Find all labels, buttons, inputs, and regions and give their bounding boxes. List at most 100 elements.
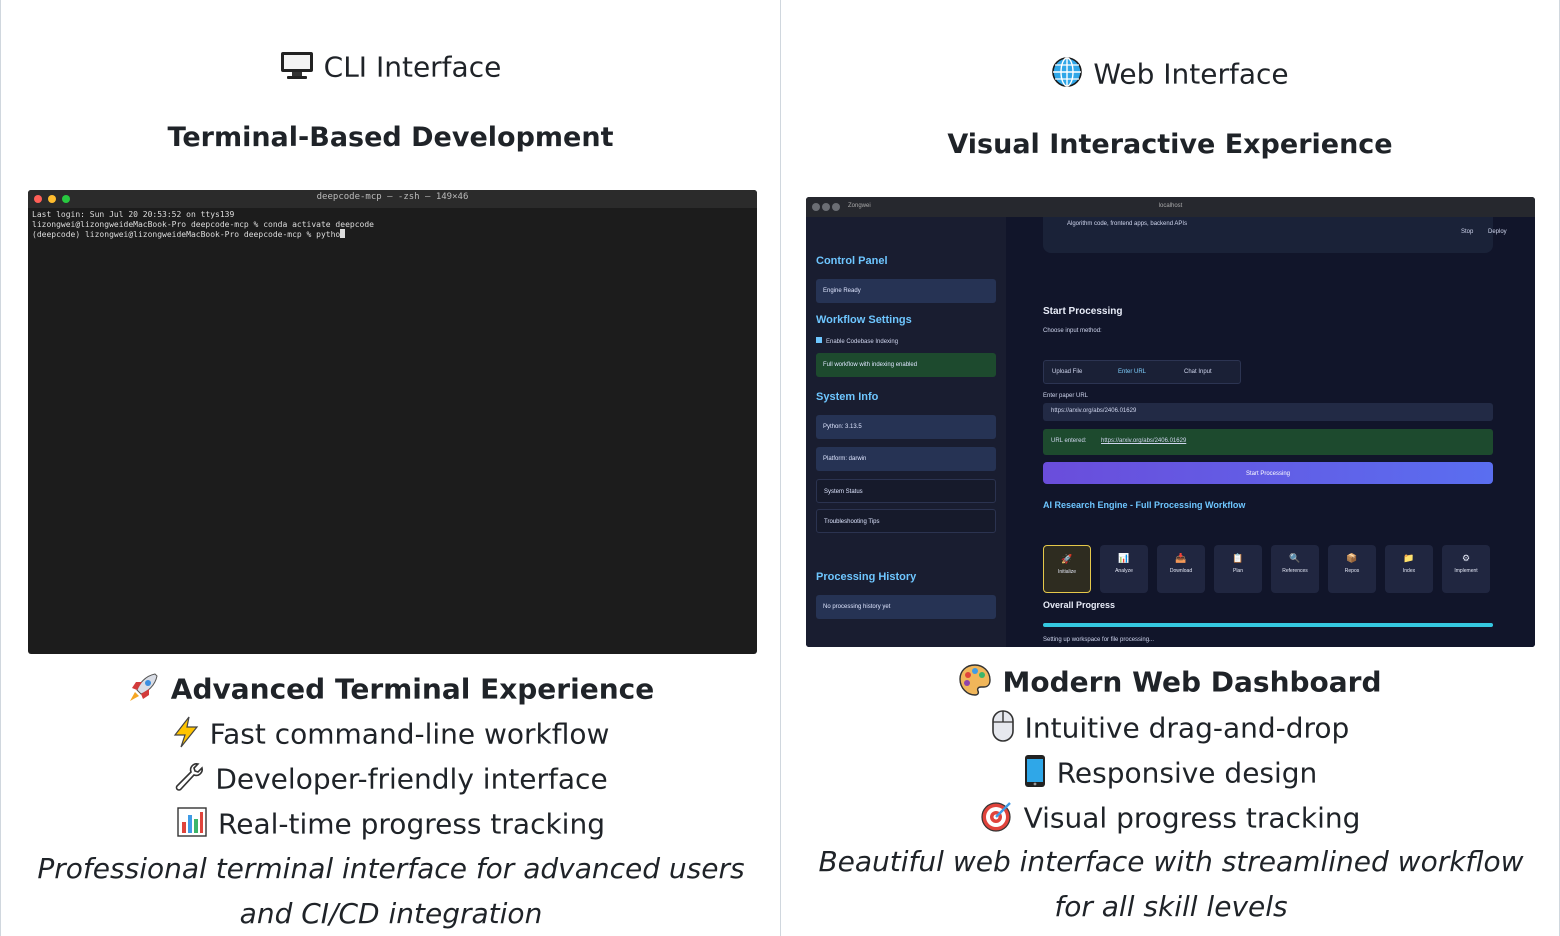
step-label: Implement bbox=[1454, 568, 1478, 574]
step-label: References bbox=[1282, 568, 1308, 574]
target-icon bbox=[980, 799, 1014, 840]
minimize-dot-icon bbox=[48, 195, 56, 203]
engine-status-box: Engine Ready bbox=[816, 279, 996, 303]
app-sidebar: Control Panel Engine Ready Workflow Sett… bbox=[806, 217, 1006, 647]
browser-title-bar: Zongwei localhost bbox=[806, 197, 1535, 217]
cli-feature-2: Developer-friendly interface bbox=[1, 761, 780, 800]
web-feature-2: Responsive design bbox=[781, 754, 1559, 795]
system-info-heading: System Info bbox=[816, 391, 879, 403]
wrench-icon bbox=[173, 761, 205, 800]
control-panel-heading: Control Panel bbox=[816, 255, 888, 267]
paper-url-input[interactable]: https://arxiv.org/abs/2406.01629 bbox=[1043, 403, 1493, 421]
palette-icon bbox=[958, 663, 992, 704]
input-method-radio-group: Upload File Enter URL Chat Input bbox=[1043, 360, 1241, 384]
processing-history-heading: Processing History bbox=[816, 571, 917, 583]
cli-feature-3-text: Real-time progress tracking bbox=[218, 807, 605, 841]
start-processing-button-label: Start Processing bbox=[1245, 471, 1291, 477]
cli-feature-heading: Advanced Terminal Experience bbox=[1, 670, 780, 711]
cli-feature-1: Fast command-line workflow bbox=[1, 716, 780, 755]
progress-status-text: Setting up workspace for file processing… bbox=[1043, 637, 1155, 643]
paper-url-value: https://arxiv.org/abs/2406.01629 bbox=[1051, 408, 1137, 414]
history-box: No processing history yet bbox=[816, 595, 996, 619]
web-feature-heading-text: Modern Web Dashboard bbox=[1002, 665, 1382, 699]
step-analyze: 📊Analyze bbox=[1100, 545, 1148, 593]
step-plan: 📋 Plan bbox=[1214, 545, 1262, 593]
enable-indexing-label: Enable Codebase Indexing bbox=[826, 339, 899, 345]
magnifier-icon: 🔍 bbox=[1289, 553, 1301, 563]
package-icon: 📦 bbox=[1346, 553, 1358, 563]
web-feature-1: Intuitive drag-and-drop bbox=[781, 709, 1559, 750]
step-label: Analyze bbox=[1115, 568, 1133, 574]
troubleshooting-expander[interactable]: Troubleshooting Tips bbox=[816, 509, 996, 533]
cli-column: CLI Interface Terminal-Based Development… bbox=[0, 0, 780, 936]
minimize-dot-icon bbox=[822, 203, 830, 211]
web-app-screenshot: Zongwei localhost Control Panel Engine R… bbox=[806, 197, 1535, 647]
cli-feature-1-text: Fast command-line workflow bbox=[209, 717, 610, 751]
step-label: Initialize bbox=[1057, 569, 1077, 575]
deploy-button[interactable]: Deploy bbox=[1488, 229, 1507, 235]
rocket-icon: 🚀 bbox=[1061, 554, 1073, 564]
step-label: Index bbox=[1402, 568, 1416, 574]
platform-box: Platform: darwin bbox=[816, 447, 996, 471]
terminal-line: (deepcode) lizongwei@lizongweideMacBook-… bbox=[32, 229, 753, 240]
top-card: Algorithm code, frontend apps, backend A… bbox=[1043, 217, 1493, 253]
web-feature-1-text: Intuitive drag-and-drop bbox=[1024, 711, 1350, 745]
browser-tab: Zongwei bbox=[848, 203, 871, 209]
clipboard-icon: 📋 bbox=[1232, 553, 1244, 563]
engine-heading: AI Research Engine - Full Processing Wor… bbox=[1043, 500, 1246, 510]
stop-button[interactable]: Stop bbox=[1461, 229, 1474, 235]
system-status-expander[interactable]: System Status bbox=[816, 479, 996, 503]
terminal-command: (deepcode) lizongwei@lizongweideMacBook-… bbox=[32, 230, 341, 239]
step-references: 🔍 References bbox=[1271, 545, 1319, 593]
url-entered-prefix: URL entered: bbox=[1051, 438, 1087, 444]
radio-chat-input[interactable]: Chat Input bbox=[1184, 369, 1212, 375]
terminal-screenshot: deepcode-mcp — -zsh — 149×46 Last login:… bbox=[28, 190, 757, 654]
url-entered-box: URL entered: https://arxiv.org/abs/2406.… bbox=[1043, 429, 1493, 455]
web-feature-3: Visual progress tracking bbox=[781, 799, 1559, 840]
cli-feature-heading-text: Advanced Terminal Experience bbox=[170, 672, 655, 706]
close-dot-icon bbox=[812, 203, 820, 211]
maximize-dot-icon bbox=[832, 203, 840, 211]
inbox-icon: 📥 bbox=[1175, 553, 1187, 563]
app-main: Algorithm code, frontend apps, backend A… bbox=[1006, 217, 1535, 647]
start-processing-button[interactable]: Start Processing bbox=[1043, 462, 1493, 484]
web-feature-2-text: Responsive design bbox=[1056, 756, 1318, 790]
step-implement: ⚙ Implement bbox=[1442, 545, 1490, 593]
step-initialize: 🚀 Initialize bbox=[1043, 545, 1091, 593]
choose-input-label: Choose input method: bbox=[1043, 328, 1102, 334]
step-repos: 📦 Repos bbox=[1328, 545, 1376, 593]
python-version-box: Python: 3.13.5 bbox=[816, 415, 996, 439]
web-column: Web Interface Visual Interactive Experie… bbox=[780, 0, 1560, 936]
browser-url: localhost bbox=[1158, 203, 1183, 209]
cli-subtitle: Terminal-Based Development bbox=[167, 122, 614, 153]
top-card-text: Algorithm code, frontend apps, backend A… bbox=[1067, 221, 1188, 227]
enable-indexing-checkbox[interactable]: Enable Codebase Indexing bbox=[816, 337, 898, 345]
cursor-icon bbox=[340, 229, 346, 238]
web-title: Web Interface bbox=[781, 56, 1559, 95]
overall-progress-label: Overall Progress bbox=[1043, 600, 1116, 610]
web-subtitle: Visual Interactive Experience bbox=[947, 129, 1393, 160]
step-label: Plan bbox=[1232, 568, 1243, 574]
globe-icon bbox=[1051, 56, 1083, 95]
radio-upload-file[interactable]: Upload File bbox=[1052, 369, 1083, 375]
web-description: Beautiful web interface with streamlined… bbox=[818, 845, 1524, 923]
cli-feature-2-text: Developer-friendly interface bbox=[215, 762, 608, 796]
maximize-dot-icon bbox=[62, 195, 70, 203]
paper-url-label: Enter paper URL bbox=[1043, 393, 1089, 399]
close-dot-icon bbox=[34, 195, 42, 203]
bar-chart-icon bbox=[176, 806, 208, 845]
step-download: 📥 Download bbox=[1157, 545, 1205, 593]
url-entered-link[interactable]: https://arxiv.org/abs/2406.01629 bbox=[1101, 438, 1187, 444]
step-label: Repos bbox=[1344, 568, 1360, 574]
gear-icon: ⚙ bbox=[1461, 553, 1471, 563]
desktop-computer-icon bbox=[280, 50, 314, 87]
workflow-settings-heading: Workflow Settings bbox=[816, 314, 912, 326]
rocket-icon bbox=[127, 670, 161, 711]
step-index: 📁Index bbox=[1385, 545, 1433, 593]
mouse-icon bbox=[991, 709, 1015, 750]
indexing-status-box: Full workflow with indexing enabled bbox=[816, 353, 996, 377]
radio-enter-url[interactable]: Enter URL bbox=[1118, 369, 1147, 375]
web-feature-heading: Modern Web Dashboard bbox=[781, 663, 1559, 704]
step-label: Download bbox=[1169, 568, 1193, 574]
cli-title: CLI Interface bbox=[1, 50, 780, 87]
